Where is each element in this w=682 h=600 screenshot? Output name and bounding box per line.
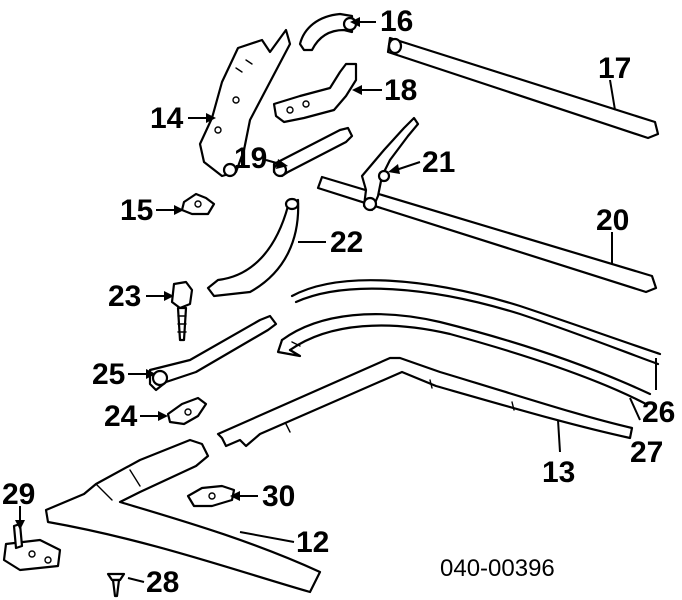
callout-30: 30 [262,480,295,513]
callout-28: 28 [146,566,179,599]
part-14-bracket [198,28,292,178]
callout-18: 18 [384,74,417,107]
part-29-block [2,522,62,572]
callout-22: 22 [330,226,363,259]
part-16-arm [298,12,358,52]
part-28-pin [106,572,126,598]
part-21-lever [360,116,420,212]
callout-24: 24 [104,400,138,433]
part-23-stud [170,280,194,342]
part-13-rail [216,356,634,448]
part-26-strip [290,279,662,366]
part-19-rod [272,126,354,178]
callout-21: 21 [422,146,455,179]
part-25-link [148,314,278,392]
part-30-latch [186,484,236,508]
callout-26: 26 [642,396,675,429]
part-22-arm [206,197,300,298]
part-18-hinge [272,62,358,124]
part-12-panel [44,438,322,594]
part-24-bracket [166,396,208,426]
callout-27: 27 [630,436,663,469]
callout-19: 19 [234,142,267,175]
reference-code: 040-00396 [440,555,555,582]
callout-13: 13 [542,456,575,489]
callout-29: 29 [2,478,35,511]
callout-14: 14 [150,102,184,135]
callout-labels: 16 17 18 14 19 21 15 20 22 23 25 24 26 2… [2,5,675,599]
callout-23: 23 [108,280,141,313]
part-20-bar [316,175,658,294]
callout-15: 15 [120,194,153,227]
leader-lines [15,17,657,583]
part-15-clip [180,192,216,216]
part-27-strip [276,313,652,406]
callout-17: 17 [598,52,631,85]
callout-12: 12 [296,526,329,559]
part-17-bar [386,36,660,140]
callout-20: 20 [596,204,629,237]
callout-25: 25 [92,358,125,391]
callout-16: 16 [380,5,413,38]
